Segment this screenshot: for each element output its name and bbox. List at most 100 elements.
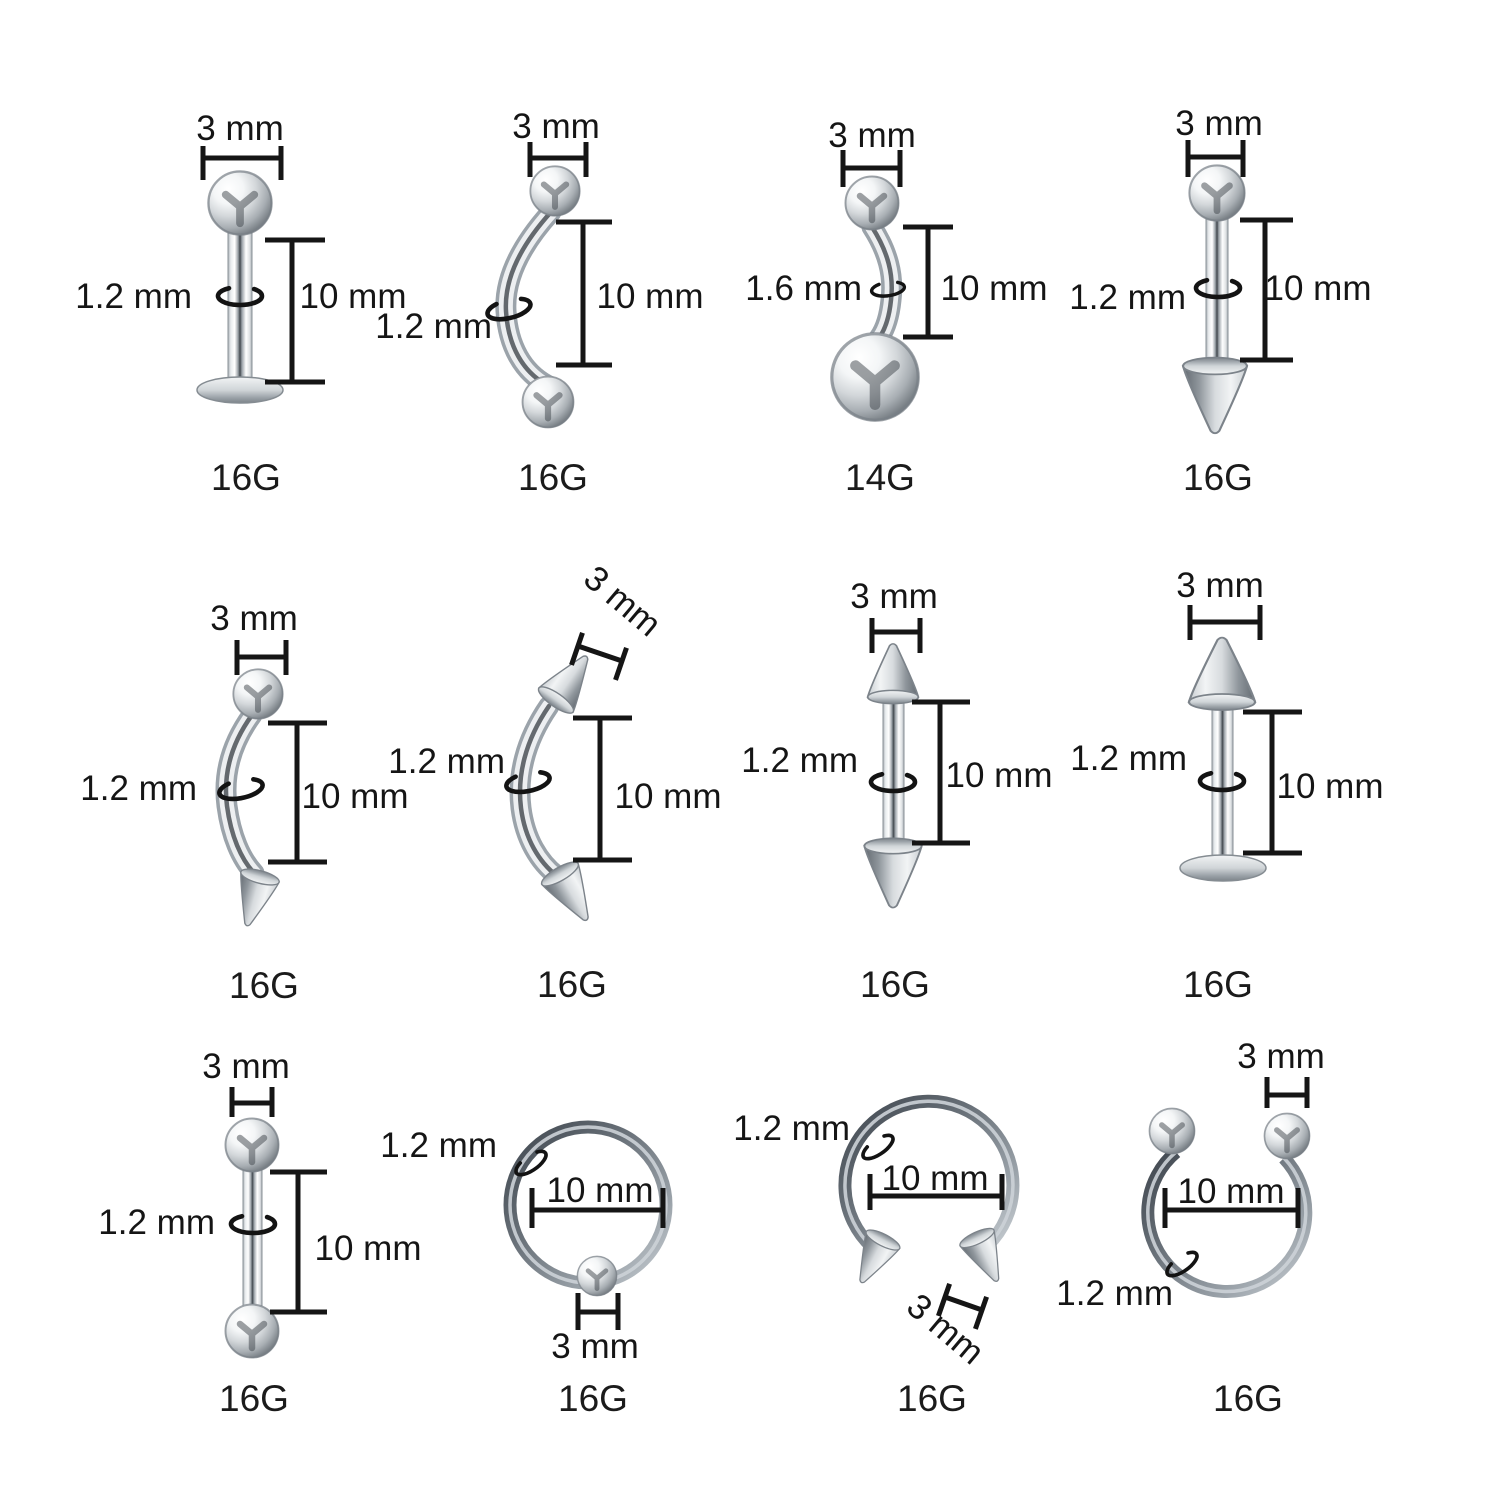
width-label: 3 mm	[850, 577, 938, 616]
thickness-label: 1.2 mm	[80, 769, 197, 808]
shaft	[1205, 216, 1229, 366]
gauge-label: 16G	[558, 1378, 628, 1419]
horseshoe-highlight	[843, 1099, 1015, 1249]
ball-top-icon	[233, 669, 283, 719]
spike-top-icon	[866, 642, 920, 705]
gauge-label: 14G	[845, 457, 915, 498]
length-label: 10 mm	[1277, 767, 1384, 806]
spike-bottom-icon	[1182, 356, 1248, 435]
item-captive-bead-ring: 1.2 mm 10 mm 3 mm 16G	[380, 1120, 673, 1419]
length-dimension	[556, 219, 612, 368]
gauge-label: 16G	[1183, 457, 1253, 498]
width-label: 3 mm	[210, 599, 298, 638]
ball-left-icon	[1149, 1108, 1195, 1154]
length-label: 10 mm	[300, 277, 407, 316]
length-dimension	[270, 1169, 327, 1315]
width-bracket	[840, 150, 903, 187]
item-straight-barbell-ball-spike: 3 mm 1.2 mm 10 mm 16G	[1069, 104, 1371, 498]
shaft	[882, 694, 905, 848]
thickness-label: 1.2 mm	[388, 742, 505, 781]
gauge-label: 16G	[518, 457, 588, 498]
length-label: 10 mm	[1265, 269, 1372, 308]
width-label: 3 mm	[202, 1047, 290, 1086]
thickness-label: 1.2 mm	[1056, 1274, 1173, 1313]
ball-top-icon	[1189, 165, 1245, 221]
length-dimension	[903, 224, 953, 340]
width-label: 3 mm	[196, 109, 284, 148]
length-label: 10 mm	[615, 777, 722, 816]
width-bracket	[234, 640, 289, 675]
item-horseshoe-barbell-balls: 3 mm 10 mm 1.2 mm 16G	[1056, 1037, 1324, 1419]
spike-bottom-icon	[863, 837, 923, 909]
ball-bottom-icon	[522, 376, 574, 428]
length-label: 10 mm	[302, 777, 409, 816]
width-label: 3 mm	[512, 107, 600, 146]
horseshoe-highlight	[1146, 1150, 1308, 1294]
length-dimension	[573, 715, 632, 863]
item-straight-barbell-two-spikes: 3 mm 1.2 mm 10 mm 16G	[741, 577, 1052, 1005]
curved-shaft-seam	[503, 209, 554, 388]
gauge-label: 16G	[1213, 1378, 1283, 1419]
width-label: 3 mm	[1175, 104, 1263, 143]
thickness-label: 1.2 mm	[375, 307, 492, 346]
width-label: 3 mm	[1237, 1037, 1325, 1076]
item-belly-button-ring: 3 mm 1.6 mm 10 mm 14G	[745, 116, 1047, 498]
item-curved-barbell-two-balls: 3 mm 1.2 mm 10 mm 16G	[375, 107, 703, 498]
width-label: 3 mm	[828, 116, 916, 155]
ball-top-icon	[225, 1118, 279, 1172]
labret-disc-icon	[1179, 854, 1267, 882]
spike-bottom-icon	[227, 865, 282, 932]
length-label: 10 mm	[597, 277, 704, 316]
length-label: 10 mm	[946, 756, 1053, 795]
curved-shaft-seam	[517, 703, 560, 879]
length-label: 10 mm	[882, 1159, 989, 1198]
item-curved-barbell-two-spikes: 3 mm 1.2 mm 10 mm 16G	[388, 558, 721, 1005]
width-bracket	[1187, 605, 1263, 640]
diameter-dimension	[529, 1188, 666, 1228]
item-labret-ball-stud: 3 mm 1.2 mm 10 mm 16G	[75, 109, 406, 498]
spike-left-icon	[844, 1225, 904, 1292]
ball-right-icon	[1264, 1113, 1310, 1159]
item-labret-spike-stud: 3 mm 1.2 mm 10 mm 16G	[1070, 566, 1383, 1005]
bead-width-bracket	[575, 1293, 621, 1330]
width-bracket	[229, 1087, 275, 1117]
thickness-label: 1.2 mm	[380, 1126, 497, 1165]
length-dimension	[1243, 709, 1302, 856]
ball-top-icon	[208, 171, 272, 235]
thickness-label: 1.2 mm	[1069, 278, 1186, 317]
width-bracket	[869, 618, 923, 653]
width-bracket-rotated	[569, 631, 629, 681]
width-label: 3 mm	[1176, 566, 1264, 605]
ball-bottom-large-icon	[831, 333, 919, 421]
width-bracket	[1264, 1077, 1310, 1108]
length-dimension	[268, 720, 327, 865]
width-bracket	[527, 142, 589, 177]
item-horseshoe-barbell-spikes: 1.2 mm 10 mm 3 mm 16G	[733, 1094, 1020, 1419]
length-label: 10 mm	[547, 1171, 654, 1210]
thickness-label: 1.2 mm	[733, 1109, 850, 1148]
length-dimension	[912, 699, 970, 846]
spike-top-icon	[1187, 636, 1257, 712]
thickness-label: 1.2 mm	[741, 741, 858, 780]
ball-top-icon	[845, 176, 899, 230]
captive-bead-icon	[577, 1256, 617, 1296]
gauge-label: 16G	[219, 1378, 289, 1419]
gauge-label: 16G	[897, 1378, 967, 1419]
length-label: 10 mm	[941, 269, 1048, 308]
thickness-label: 1.2 mm	[98, 1203, 215, 1242]
shaft	[1211, 699, 1234, 866]
length-dimension	[1240, 217, 1293, 363]
ball-top-icon	[530, 166, 580, 216]
thickness-label: 1.6 mm	[745, 269, 862, 308]
length-dimension	[265, 237, 325, 385]
length-label: 10 mm	[1178, 1172, 1285, 1211]
width-bracket-rotated	[936, 1282, 989, 1330]
width-label: 3 mm	[576, 558, 668, 644]
spike-right-icon	[956, 1224, 1015, 1290]
width-bracket	[1185, 140, 1246, 177]
thickness-label: 1.2 mm	[1070, 739, 1187, 778]
item-curved-barbell-ball-spike: 3 mm 1.2 mm 10 mm 16G	[80, 599, 408, 1006]
diameter-dimension	[1162, 1188, 1301, 1228]
